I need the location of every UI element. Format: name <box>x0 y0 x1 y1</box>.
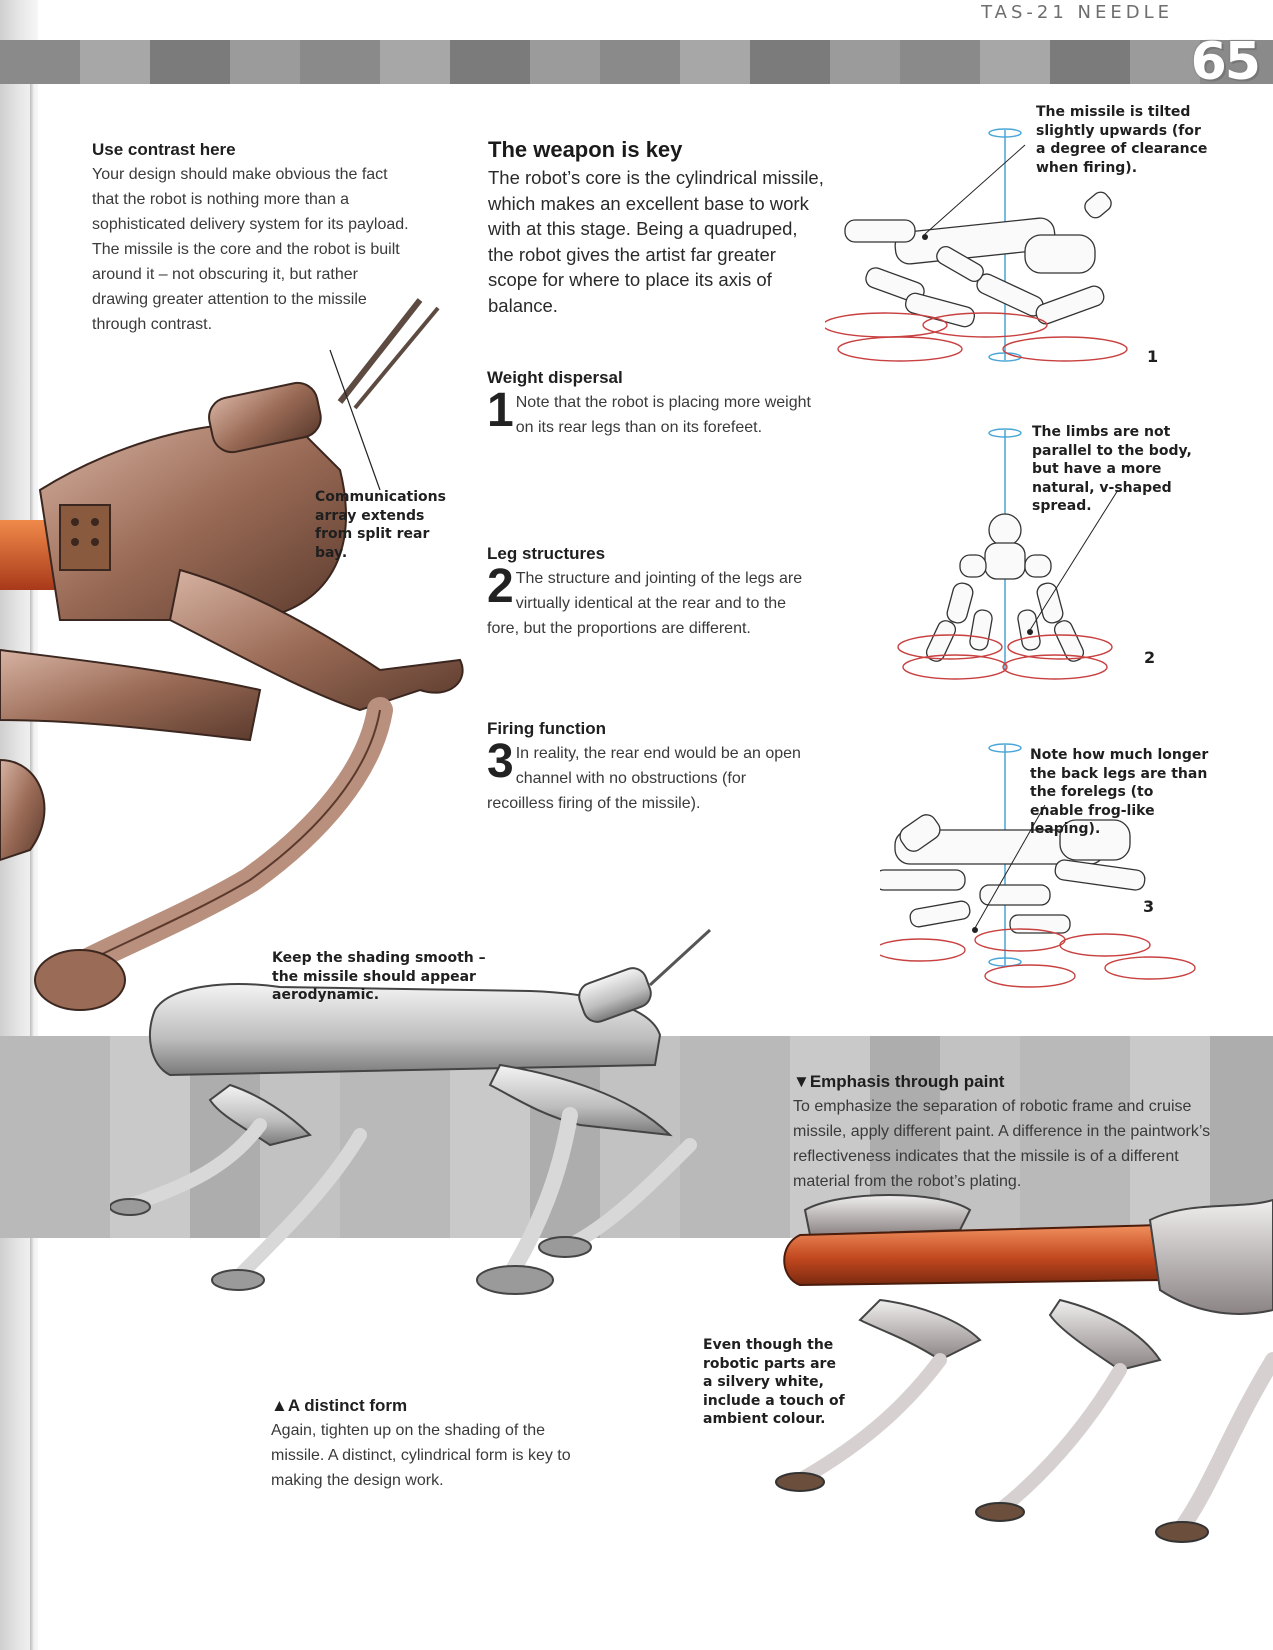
caption-sketch-1: The missile is tilted slightly upwards (… <box>1036 104 1208 176</box>
caption-communications: Communications array extends from split … <box>315 489 446 561</box>
step-leg-structures: Leg structures 2 The structure and joint… <box>487 544 817 641</box>
step-1-heading: Weight dispersal <box>487 368 623 387</box>
use-contrast-heading: Use contrast here <box>92 140 236 159</box>
figure-number-3: 3 <box>1143 897 1155 916</box>
step-2-number: 2 <box>487 560 514 613</box>
caption-sketch-3: Note how much longer the back legs are t… <box>1030 747 1209 837</box>
step-weight-dispersal: Weight dispersal 1 Note that the robot i… <box>487 368 817 440</box>
step-2-heading: Leg structures <box>487 544 606 563</box>
step-1-number: 1 <box>487 384 514 437</box>
balance-sketch-3 <box>880 743 1196 988</box>
weapon-key-heading: The weapon is key <box>488 137 683 162</box>
step-2-body: The structure and jointing of the legs a… <box>487 570 803 637</box>
header-band <box>0 40 1273 84</box>
emphasis-paint-heading: ▼Emphasis through paint <box>793 1072 1005 1091</box>
page-number: 65 <box>1190 32 1261 92</box>
balance-sketch-2 <box>897 428 1119 680</box>
step-3-body: In reality, the rear end would be an ope… <box>487 745 801 812</box>
step-3-heading: Firing function <box>487 719 606 738</box>
painted-robot-illustration <box>775 1194 1273 1543</box>
use-contrast-section: Use contrast here Your design should mak… <box>92 140 412 337</box>
distinct-form-heading: ▲A distinct form <box>271 1396 408 1415</box>
step-firing-function: Firing function 3 In reality, the rear e… <box>487 719 802 816</box>
use-contrast-body: Your design should make obvious the fact… <box>92 166 409 333</box>
figure-number-2: 2 <box>1144 648 1156 667</box>
balance-sketch-1 <box>825 128 1128 362</box>
bronze-robot-illustration <box>0 298 464 1011</box>
weapon-key-section: The weapon is key The robot’s core is th… <box>488 137 828 318</box>
figure-number-1: 1 <box>1147 347 1159 366</box>
running-title: TAS-21 NEEDLE <box>981 2 1173 23</box>
caption-ambient: Even though the robotic parts are a silv… <box>703 1337 845 1427</box>
step-1-body: Note that the robot is placing more weig… <box>515 394 811 436</box>
emphasis-paint-body: To emphasize the separation of robotic f… <box>793 1098 1211 1190</box>
weapon-key-body: The robot’s core is the cylindrical miss… <box>488 167 824 316</box>
emphasis-paint-section: ▼Emphasis through paint To emphasize the… <box>793 1072 1213 1194</box>
distinct-form-body: Again, tighten up on the shading of the … <box>271 1422 571 1489</box>
silver-robot-illustration <box>110 928 712 1295</box>
distinct-form-section: ▲A distinct form Again, tighten up on th… <box>271 1396 601 1493</box>
caption-shading: Keep the shading smooth – the missile sh… <box>272 950 486 1003</box>
caption-sketch-2: The limbs are not parallel to the body, … <box>1032 424 1192 514</box>
step-3-number: 3 <box>487 735 514 788</box>
